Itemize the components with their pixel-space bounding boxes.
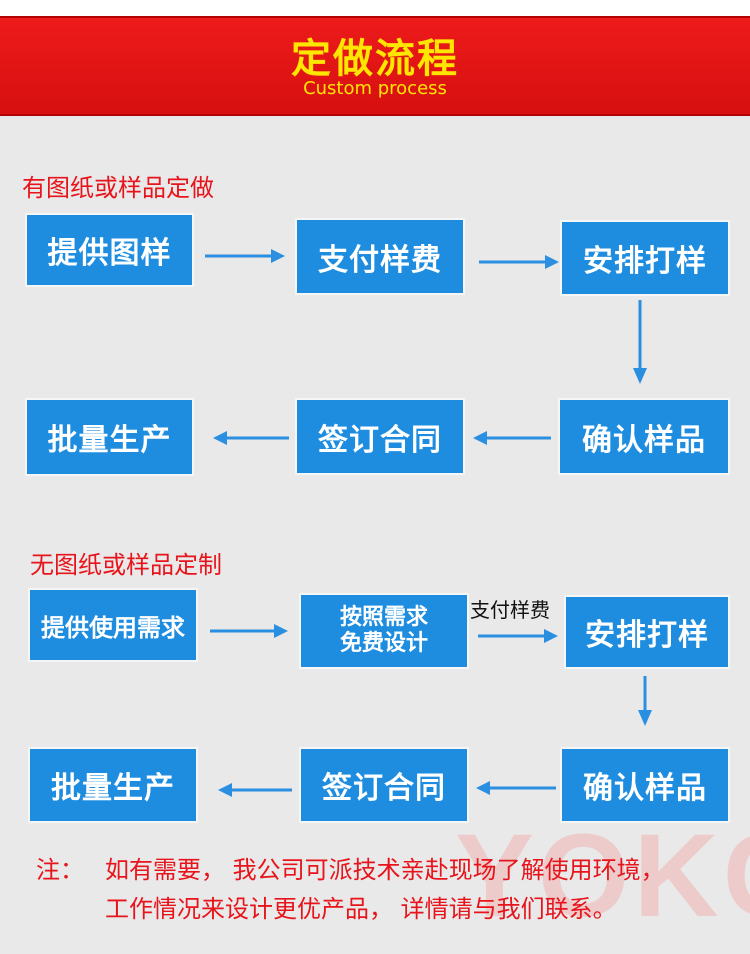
step-confirm-sample: 确认样品	[560, 400, 728, 473]
arrow-right-icon	[478, 627, 560, 645]
section2-title: 无图纸或样品定制	[30, 551, 222, 579]
step-mass-production-2: 批量生产	[30, 749, 196, 821]
header-banner: 定做流程 Custom process	[0, 16, 750, 116]
step-sign-contract-2: 签订合同	[301, 749, 467, 821]
step-free-design: 按照需求 免费设计	[301, 595, 467, 667]
arrow-right-icon	[479, 253, 561, 271]
step-arrange-sample-2: 安排打样	[566, 597, 728, 667]
section1-title: 有图纸或样品定做	[22, 174, 214, 202]
watermark-logo: YOKC	[455, 810, 750, 942]
arrow-left-icon	[476, 779, 556, 797]
arrow-right-icon	[205, 247, 287, 265]
note-line-2: 工作情况来设计更优产品， 详情请与我们联系。	[105, 895, 617, 923]
banner-title: 定做流程	[291, 36, 459, 82]
step-arrange-sample: 安排打样	[562, 222, 728, 294]
step-provide-requirements: 提供使用需求	[30, 590, 196, 660]
arrow-down-icon	[636, 676, 654, 728]
arrow-right-icon	[210, 622, 290, 640]
note-line-1: 如有需要， 我公司可派技术亲赴现场了解使用环境，	[105, 856, 665, 884]
step-free-design-line1: 按照需求	[339, 605, 428, 630]
step-sign-contract: 签订合同	[297, 400, 463, 473]
step-free-design-line2: 免费设计	[339, 631, 428, 656]
arrow-left-icon	[213, 429, 289, 447]
note-label: 注：	[36, 856, 84, 884]
step-confirm-sample-2: 确认样品	[562, 749, 728, 821]
arrow-left-icon	[473, 429, 551, 447]
step-mass-production: 批量生产	[27, 400, 192, 474]
step-provide-drawing: 提供图样	[27, 215, 192, 285]
arrow-down-icon	[631, 300, 649, 386]
top-strip	[0, 0, 750, 16]
banner-subtitle: Custom process	[303, 78, 447, 99]
arrow-label: 支付样费	[470, 598, 550, 622]
arrow-left-icon	[218, 781, 292, 799]
step-pay-sample-fee: 支付样费	[297, 220, 463, 293]
